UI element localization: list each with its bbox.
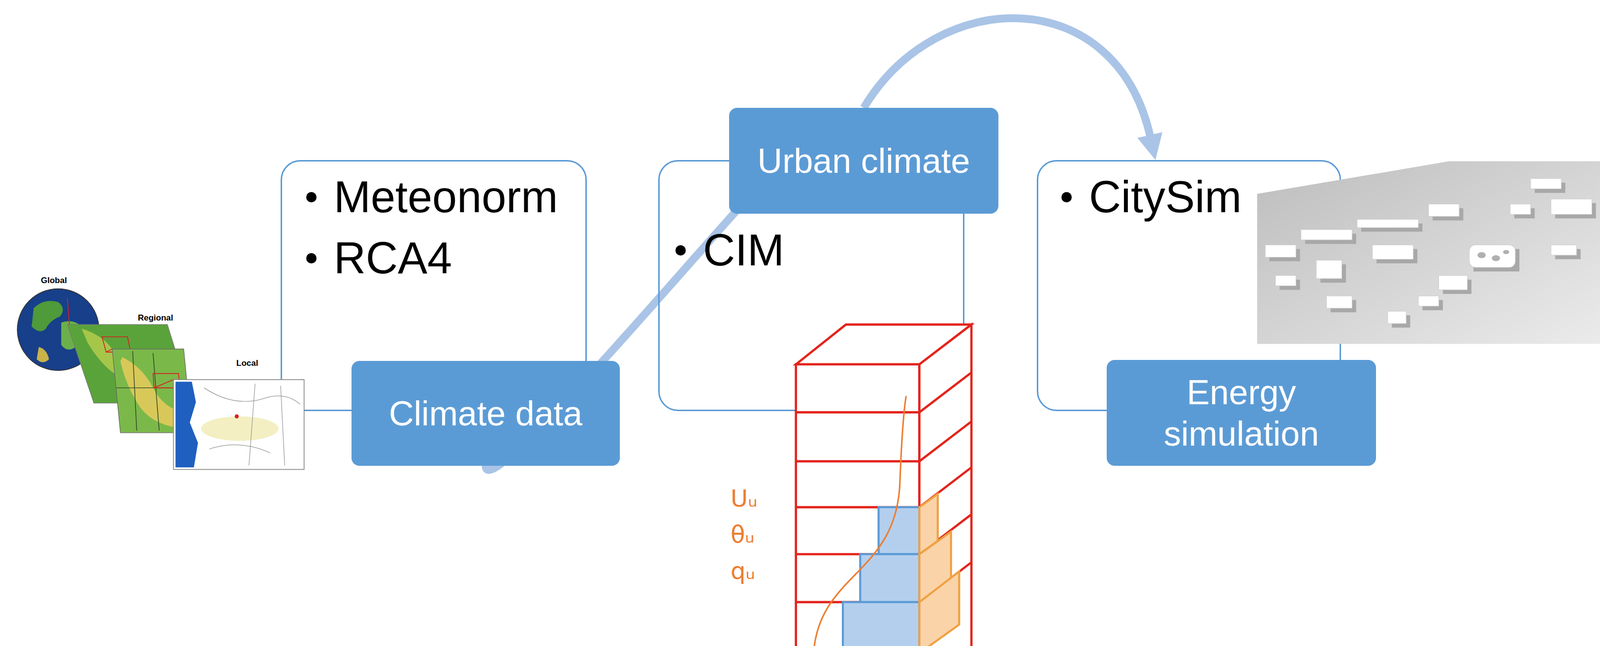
city-3d-model-illustration-part-part	[1326, 295, 1353, 309]
variable-symbol: qᵤ	[730, 557, 756, 585]
globe-map-illustration-part	[234, 414, 239, 419]
label-holder: Regional	[137, 313, 174, 323]
city-3d-model-illustration-part	[1269, 182, 1596, 328]
city-3d-model-illustration-part-part	[1551, 198, 1593, 215]
city-3d-model-illustration-part-part	[1530, 178, 1562, 190]
urban-canopy-column-illustration-part	[878, 507, 920, 554]
city-3d-model-illustration-part-part	[1387, 311, 1407, 324]
stage-title: Energy simulation	[1121, 371, 1362, 455]
urban-canopy-column-illustration-part	[919, 324, 972, 646]
label-holder: qᵤ	[730, 557, 756, 585]
city-3d-model-illustration-part-part	[1551, 244, 1577, 256]
urban-canopy-column-illustration-part	[919, 372, 972, 603]
label-holder: Global	[40, 275, 67, 286]
bullet-dot	[306, 253, 317, 264]
urban-canopy-column-illustration-part	[796, 412, 920, 603]
urban-canopy-column-illustration-part	[919, 571, 960, 646]
label-holder: θᵤ	[730, 520, 755, 548]
urban-canopy-column-illustration-part	[860, 553, 920, 602]
city-3d-model-illustration-part-part	[1477, 252, 1486, 258]
stage-title: Urban climate	[757, 140, 971, 182]
globe-map-illustration-part	[175, 381, 199, 468]
bullet-dot	[306, 192, 317, 203]
map-scale-label: Local	[236, 358, 258, 369]
globe-map-illustration-part	[154, 379, 174, 388]
globe-map-illustration-part	[31, 300, 63, 332]
globe-map-illustration-part	[200, 416, 279, 442]
bullet-text: CitySim	[1088, 172, 1242, 222]
urban-canopy-column-illustration-part	[813, 395, 907, 646]
bullet-dot	[675, 245, 686, 256]
city-3d-model-illustration-part	[1265, 178, 1592, 324]
city-3d-model-illustration-part	[1477, 250, 1509, 262]
city-3d-model-illustration-part-part	[1491, 255, 1501, 261]
map-scale-label: Regional	[137, 313, 174, 323]
city-3d-model-illustration-part-part	[1301, 229, 1353, 240]
globe-map-illustration-part	[67, 297, 70, 325]
city-3d-model-illustration-part-part	[1316, 260, 1343, 279]
city-3d-model-illustration-part-part	[1418, 295, 1439, 307]
city-3d-model-illustration	[1257, 160, 1600, 344]
label-holder: Local	[236, 358, 258, 369]
map-scale-label: Global	[40, 275, 67, 286]
globe-map-illustration-part	[36, 347, 50, 363]
stage-title-box: Energy simulation	[1106, 359, 1376, 466]
stage-title-box: Climate data	[351, 360, 620, 466]
globe-map-illustration-part	[173, 379, 304, 470]
bullet-dot	[1061, 192, 1072, 203]
urban-canopy-column-illustration-part	[796, 364, 920, 646]
outlined-group-box: MeteonormRCA4Climate data	[280, 160, 587, 412]
label-holder: Uᵤ	[730, 484, 758, 512]
city-3d-model-illustration-part-part	[1469, 244, 1516, 268]
city-3d-model-illustration-part-part	[1372, 244, 1414, 259]
city-3d-model-illustration-part-part	[1503, 250, 1509, 255]
variable-symbol: Uᵤ	[730, 484, 758, 512]
bullet-text: RCA4	[333, 233, 452, 283]
city-3d-model-illustration-part-part	[1357, 219, 1419, 228]
variable-symbol: θᵤ	[730, 520, 755, 548]
bullet-text: Meteonorm	[333, 172, 558, 222]
bullet-row: CIM	[675, 225, 963, 275]
urban-canopy-column-illustration-part	[842, 602, 920, 646]
city-3d-model-illustration-part-part	[1510, 204, 1531, 215]
arrow-head	[1137, 132, 1163, 160]
globe-map-illustration	[17, 288, 304, 470]
city-3d-model-illustration-part-part	[1439, 275, 1468, 290]
city-3d-model-illustration-part-part	[1265, 244, 1296, 257]
globe-map-illustration-part	[106, 349, 113, 352]
stage-title: Climate data	[388, 392, 583, 435]
city-3d-model-illustration-part-part	[1428, 204, 1460, 217]
city-3d-model-illustration-part-part	[1275, 275, 1296, 287]
bullet-row: Meteonorm	[306, 172, 586, 222]
bullet-text: CIM	[703, 225, 785, 275]
globe-map-illustration-part	[204, 383, 301, 466]
stage-title-box: Urban climate	[729, 107, 999, 214]
bullet-row: RCA4	[306, 233, 586, 283]
urban-canopy-column-illustration	[796, 324, 972, 646]
city-3d-model-illustration-part	[1257, 160, 1600, 344]
